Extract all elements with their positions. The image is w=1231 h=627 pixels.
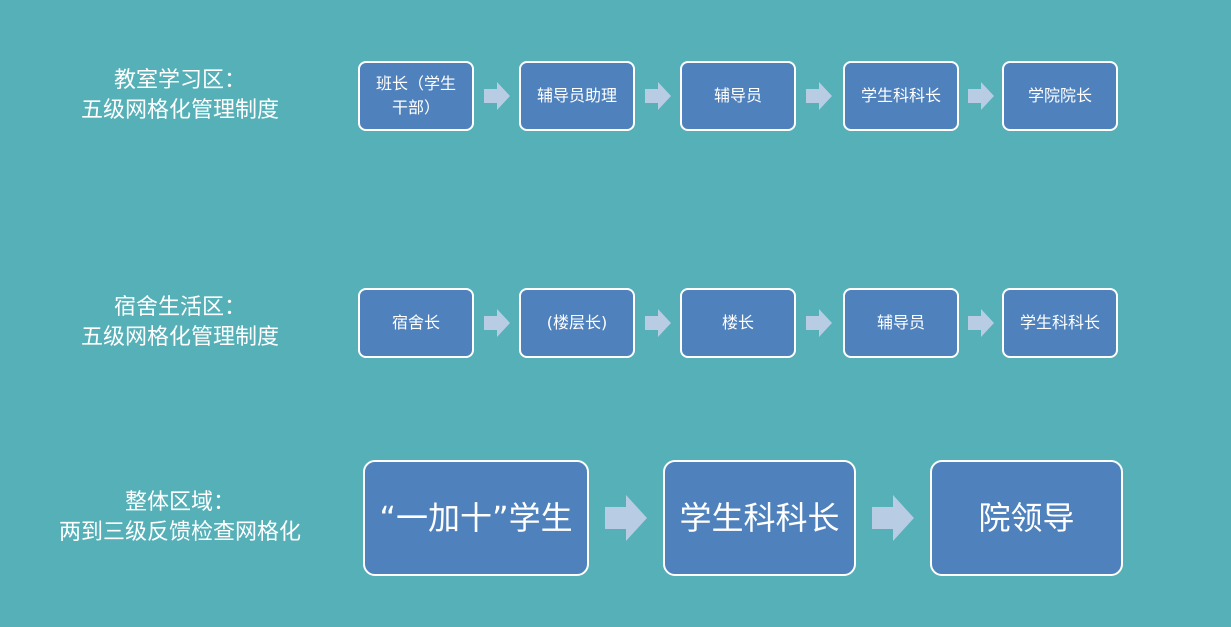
flow-arrow-icon bbox=[645, 82, 671, 110]
section-label-line-2: 五级网格化管理制度 bbox=[80, 325, 279, 350]
step-box: 班长（学生干部） bbox=[358, 61, 474, 131]
flow-arrow-icon bbox=[806, 309, 832, 337]
step-box: 辅导员助理 bbox=[519, 61, 635, 131]
step-label: 辅导员 bbox=[713, 86, 762, 105]
step-label: 楼长 bbox=[721, 313, 754, 332]
flow-arrow-icon bbox=[484, 309, 510, 337]
step-box: 学生科科长 bbox=[1002, 288, 1118, 358]
step-box: 宿舍长 bbox=[358, 288, 474, 358]
flow-arrow-icon bbox=[968, 309, 994, 337]
step-label: “一加十”学生 bbox=[379, 499, 573, 537]
flow-arrow-icon bbox=[968, 82, 994, 110]
step-label: 学院院长 bbox=[1027, 86, 1092, 105]
flow-arrow-icon bbox=[645, 309, 671, 337]
step-box: 学生科科长 bbox=[843, 61, 959, 131]
step-label: 学生科科长 bbox=[860, 86, 941, 105]
step-box: 学院院长 bbox=[1002, 61, 1118, 131]
flow-arrow-icon bbox=[806, 82, 832, 110]
section-label-line-2: 两到三级反馈检查网格化 bbox=[58, 520, 301, 545]
step-label: (楼层长) bbox=[546, 313, 608, 332]
section-label-line-2: 五级网格化管理制度 bbox=[80, 98, 279, 123]
step-label: 辅导员 bbox=[876, 313, 925, 332]
step-box: 辅导员 bbox=[680, 61, 796, 131]
step-label: 院领导 bbox=[978, 499, 1075, 537]
step-label: 班长（学生干部） bbox=[375, 74, 456, 117]
section-label-line-1: 教室学习区： bbox=[113, 68, 246, 93]
flow-arrow-icon bbox=[484, 82, 510, 110]
step-box: 学生科科长 bbox=[663, 460, 856, 576]
classroom-section-label: 教室学习区： 五级网格化管理制度 bbox=[0, 66, 360, 126]
step-label: 辅导员助理 bbox=[536, 86, 617, 105]
flow-arrow-icon bbox=[605, 495, 647, 541]
step-label: 学生科科长 bbox=[679, 499, 840, 537]
step-box: 院领导 bbox=[930, 460, 1123, 576]
step-label: 学生科科长 bbox=[1019, 313, 1100, 332]
step-box: 楼长 bbox=[680, 288, 796, 358]
section-label-line-1: 宿舍生活区： bbox=[113, 295, 246, 320]
step-box: (楼层长) bbox=[519, 288, 635, 358]
step-box: “一加十”学生 bbox=[363, 460, 589, 576]
flow-arrow-icon bbox=[872, 495, 914, 541]
step-box: 辅导员 bbox=[843, 288, 959, 358]
step-label: 宿舍长 bbox=[391, 313, 440, 332]
section-label-line-1: 整体区域： bbox=[124, 490, 235, 515]
overall-section-label: 整体区域： 两到三级反馈检查网格化 bbox=[0, 488, 360, 548]
dormitory-section-label: 宿舍生活区： 五级网格化管理制度 bbox=[0, 293, 360, 353]
